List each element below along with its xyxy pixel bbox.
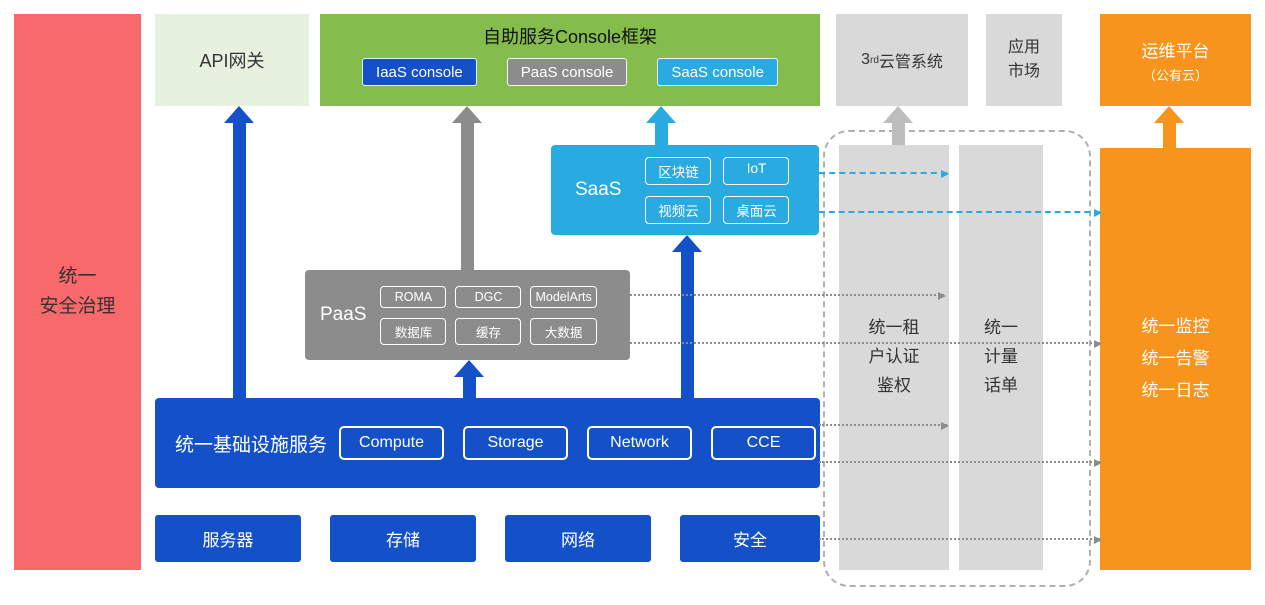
connector-hardware-to-monitoring: [819, 536, 1102, 544]
iaas-bar: 统一基础设施服务 Compute Storage Network CCE: [155, 398, 820, 488]
app-market-box: 应用 市场: [986, 14, 1062, 106]
paas-console-chip: PaaS console: [506, 58, 628, 86]
console-frame-box: 自助服务Console框架 IaaS console PaaS console …: [320, 14, 820, 106]
connector-saas-to-tenant-auth: [819, 170, 949, 178]
iaas-chip-row: Compute Storage Network CCE: [339, 426, 817, 460]
billing-pillar: 统一 计量 话单: [959, 145, 1043, 570]
paas-box: PaaS ROMA DGC ModelArts 数据库 缓存 大数据: [305, 270, 630, 360]
saas-console-chip: SaaS console: [657, 58, 778, 86]
arrow-iaas-to-api-gateway: [224, 106, 254, 398]
iaas-console-chip: IaaS console: [362, 58, 477, 86]
paas-chip-cache: 缓存: [455, 317, 522, 345]
saas-label: SaaS: [575, 179, 622, 200]
saas-box: SaaS 区块链 IoT 视频云 桌面云: [551, 145, 819, 235]
connector-iaas-to-tenant-auth: [819, 422, 949, 430]
paas-label: PaaS: [320, 304, 367, 325]
tenant-auth-pillar: 统一租 户认证 鉴权: [839, 145, 949, 570]
ops-platform-box: 运维平台 （公有云）: [1100, 14, 1251, 106]
connector-iaas-to-monitoring: [819, 459, 1102, 467]
arrow-paas-to-console: [452, 106, 482, 270]
iaas-label: 统一基础设施服务: [175, 434, 328, 456]
security-governance-bar: 统一 安全治理: [14, 14, 141, 570]
saas-chip-desktop-cloud: 桌面云: [723, 195, 790, 224]
api-gateway-box: API网关: [155, 14, 309, 106]
iaas-chip-network: Network: [587, 426, 693, 460]
saas-chip-video-cloud: 视频云: [645, 195, 712, 224]
paas-chip-modelarts: ModelArts: [530, 285, 597, 308]
saas-chip-grid: 区块链 IoT 视频云 桌面云: [645, 156, 790, 224]
paas-chip-grid: ROMA DGC ModelArts 数据库 缓存 大数据: [380, 285, 597, 345]
monitoring-pillar: 统一监控 统一告警 统一日志: [1100, 148, 1251, 570]
arrow-saas-to-console: [646, 106, 676, 145]
connector-saas-to-monitoring: [819, 209, 1102, 217]
paas-chip-dgc: DGC: [455, 285, 522, 308]
arrow-tenant-to-cloud-mgmt: [883, 106, 913, 145]
connector-paas-to-monitoring: [630, 340, 1102, 348]
paas-chip-bigdata: 大数据: [530, 317, 597, 345]
saas-chip-iot: IoT: [723, 156, 790, 185]
ops-platform-line2: （公有云）: [1142, 67, 1208, 83]
hardware-box-storage: 存储: [330, 515, 476, 562]
connector-paas-to-tenant-auth: [630, 292, 946, 300]
dashed-governance-container: [823, 130, 1091, 587]
saas-chip-blockchain: 区块链: [645, 156, 712, 185]
iaas-chip-storage: Storage: [463, 426, 569, 460]
cloud-mgmt-sup: rd: [869, 54, 879, 66]
ops-platform-line1: 运维平台: [1141, 41, 1210, 61]
paas-chip-roma: ROMA: [380, 285, 447, 308]
console-frame-title: 自助服务Console框架: [482, 27, 658, 47]
arrow-iaas-to-paas: [454, 360, 484, 398]
console-chip-row: IaaS console PaaS console SaaS console: [362, 58, 778, 86]
paas-chip-database: 数据库: [380, 317, 447, 345]
cloud-mgmt-label: 云管系统: [878, 54, 943, 71]
iaas-chip-compute: Compute: [339, 426, 445, 460]
hardware-box-server: 服务器: [155, 515, 301, 562]
iaas-chip-cce: CCE: [711, 426, 817, 460]
hardware-box-security: 安全: [680, 515, 820, 562]
arrow-iaas-to-saas: [672, 235, 702, 398]
cloud-mgmt-num: 3: [861, 51, 870, 68]
arrow-monitoring-to-ops-platform: [1154, 106, 1184, 148]
hardware-box-network: 网络: [505, 515, 651, 562]
